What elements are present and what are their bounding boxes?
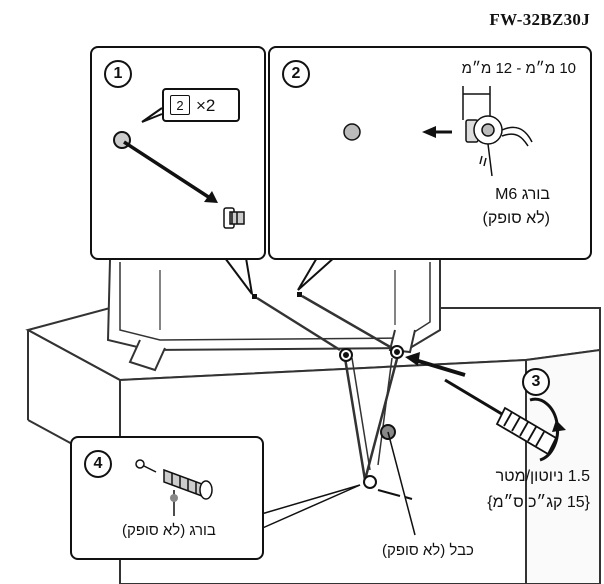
bolt-icon: [462, 86, 533, 177]
screw-type-icon: 2: [170, 95, 190, 115]
wood-screw-label: בורג (לא סופק): [122, 522, 216, 539]
bolt-insert-arrow: [405, 352, 466, 377]
step-2-badge: 2: [282, 60, 310, 88]
table-anchor: [363, 424, 413, 500]
model-number: FW-32BZ30J: [489, 10, 590, 29]
quantity-label: ×2: [196, 96, 216, 115]
tv-screw-hole-left: [252, 294, 257, 299]
torque-kgf-label: {15 קג״כ ס״מ}: [487, 494, 590, 511]
callout-step-2: 2 10 מ״מ - 12 מ״מ בורג M6 (לא סופק): [268, 46, 592, 260]
eye-bolts: [339, 345, 404, 362]
hole-icon: [343, 123, 361, 141]
tv-screw-hole-right: [297, 292, 302, 297]
quantity-tag: 2 ×2: [162, 88, 240, 122]
leader-lines: [257, 431, 416, 536]
cable-label: כבל (לא סופק): [382, 542, 474, 559]
m6-screw-label: בורג M6: [495, 186, 550, 203]
torque-label: 1.5 ניוטון/מטר: [495, 468, 590, 485]
distance-label: 10 מ״מ - 12 מ״מ: [461, 60, 576, 77]
screw-icon: [223, 207, 245, 229]
callout-step-4: 4 בורג (לא סופק): [70, 436, 264, 560]
callout-step-1: 1 2 ×2: [90, 46, 266, 260]
step-1-badge: 1: [104, 60, 132, 88]
step-4-badge: 4: [84, 450, 112, 478]
m6-not-supplied-label: (לא סופק): [482, 210, 550, 227]
wood-screw-icon: [135, 459, 213, 516]
step-3-badge: 3: [522, 368, 550, 396]
